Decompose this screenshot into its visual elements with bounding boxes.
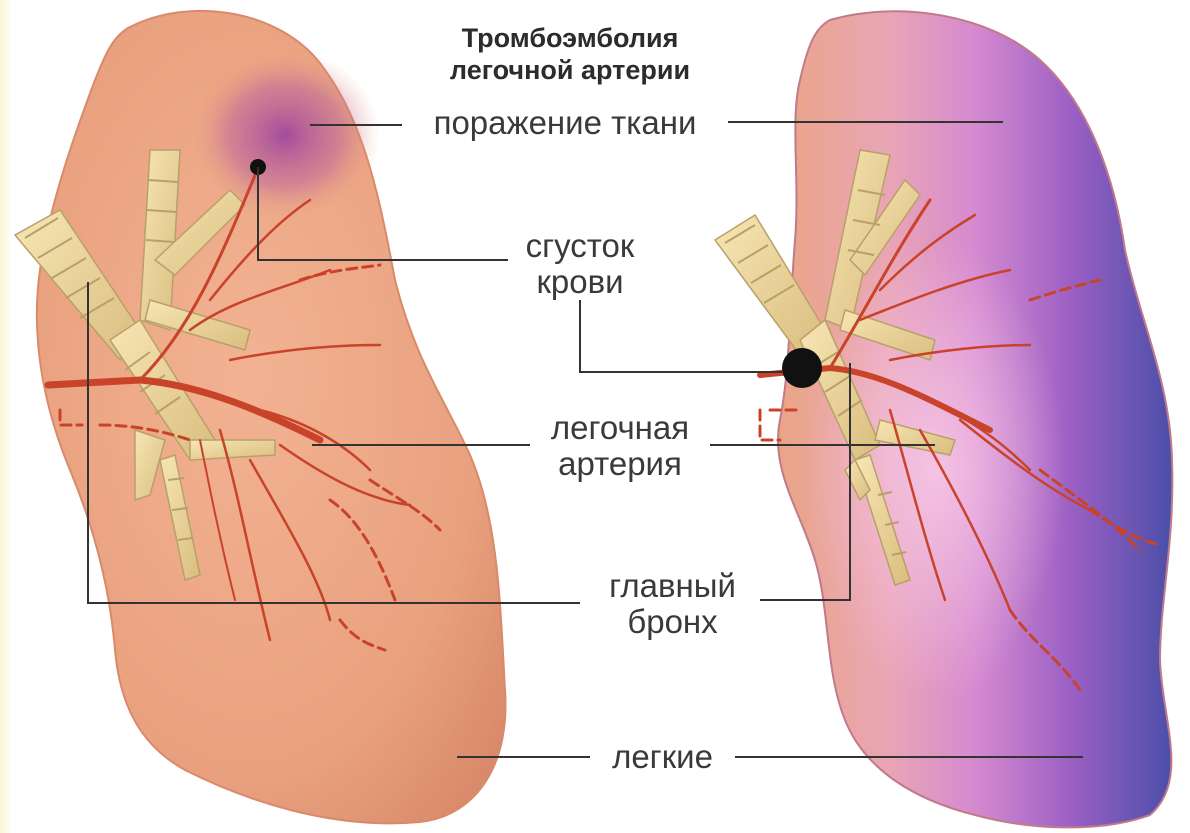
label-main-bronchus: главный бронх bbox=[585, 568, 760, 640]
label-pulmonary-artery-line2: артерия bbox=[530, 446, 710, 482]
label-blood-clot: сгусток крови bbox=[505, 228, 655, 300]
label-blood-clot-line2: крови bbox=[505, 264, 655, 300]
diagram-title: Тромбоэмболия легочной артерии bbox=[390, 22, 750, 86]
left-damage-area bbox=[190, 50, 380, 220]
leader-clot-right bbox=[580, 300, 782, 372]
right-blood-clot bbox=[782, 348, 822, 388]
title-line-1: Тромбоэмболия bbox=[390, 22, 750, 54]
label-pulmonary-artery-line1: легочная bbox=[530, 410, 710, 446]
title-line-2: легочной артерии bbox=[390, 54, 750, 86]
label-lungs: легкие bbox=[590, 739, 735, 775]
label-main-bronchus-line2: бронх bbox=[585, 604, 760, 640]
label-main-bronchus-line1: главный bbox=[585, 568, 760, 604]
label-tissue-damage: поражение ткани bbox=[405, 105, 725, 141]
label-blood-clot-line1: сгусток bbox=[505, 228, 655, 264]
label-pulmonary-artery: легочная артерия bbox=[530, 410, 710, 482]
